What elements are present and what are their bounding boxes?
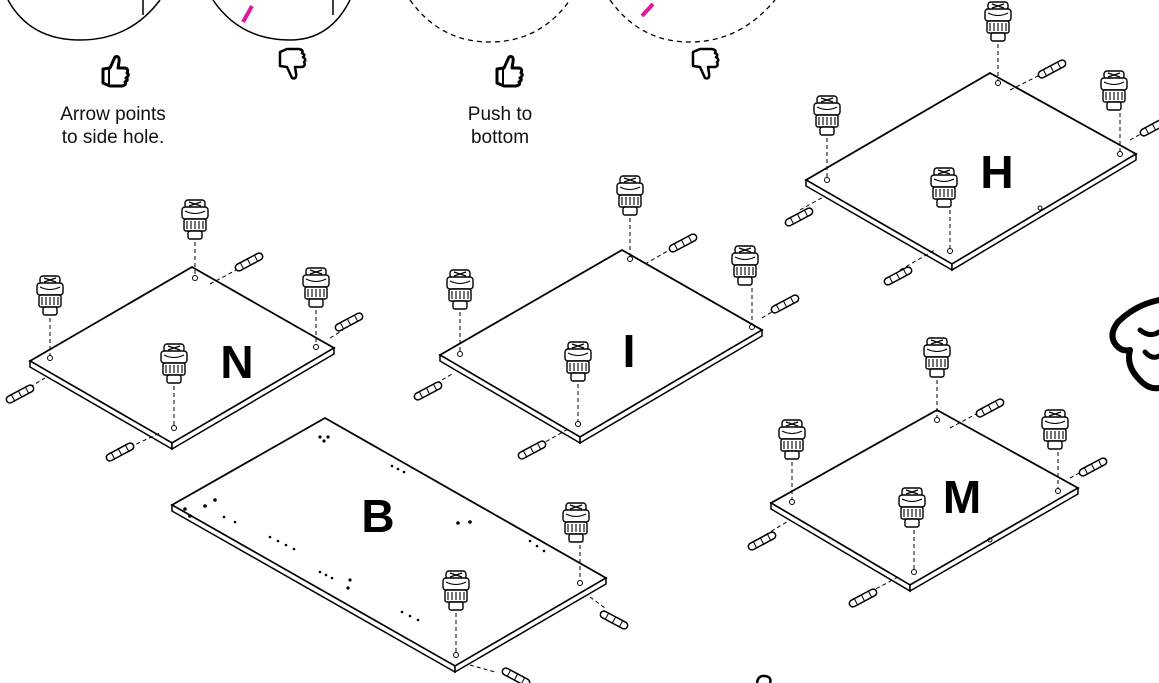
cam-lock bbox=[446, 269, 474, 310]
detail-circle-wrong-arrow bbox=[212, 0, 351, 41]
cam-lock bbox=[562, 502, 590, 543]
caption-line: Arrow points bbox=[60, 104, 166, 125]
cam-lock bbox=[778, 419, 806, 460]
dowel bbox=[769, 293, 801, 315]
detail-circle-wrong-depth bbox=[609, 0, 776, 43]
cam-lock bbox=[813, 95, 841, 136]
panel-label: M bbox=[943, 471, 981, 523]
thumbs-down-icon bbox=[691, 47, 720, 80]
dowel bbox=[1138, 116, 1159, 138]
dowel bbox=[598, 609, 630, 631]
cam-lock bbox=[923, 337, 951, 378]
dowel bbox=[882, 265, 914, 287]
dowel bbox=[746, 530, 778, 552]
dowel bbox=[783, 206, 815, 228]
cam-lock bbox=[1100, 70, 1128, 111]
cam-lock bbox=[731, 245, 759, 286]
panel-M: M bbox=[746, 337, 1109, 609]
dowel bbox=[500, 666, 532, 683]
tip-caption-push-bottom: Push to bottom bbox=[440, 103, 560, 149]
cam-lock bbox=[181, 199, 209, 240]
tip-caption-side-hole: Arrow points to side hole. bbox=[28, 103, 198, 149]
cam-lock bbox=[984, 1, 1012, 42]
panel-H: H bbox=[783, 1, 1159, 287]
thumbs-down-icon bbox=[278, 47, 307, 80]
caption-line: bottom bbox=[470, 127, 530, 148]
dowel bbox=[412, 380, 444, 402]
cam-lock bbox=[1041, 409, 1069, 450]
cam-lock bbox=[616, 175, 644, 216]
dowel bbox=[516, 439, 548, 461]
dowel bbox=[104, 441, 136, 463]
cam-lock bbox=[36, 275, 64, 316]
detail-circle-correct-depth bbox=[409, 0, 571, 43]
dowel bbox=[233, 251, 265, 273]
dowel bbox=[667, 232, 699, 254]
dowel bbox=[333, 311, 365, 333]
dowel bbox=[1077, 456, 1109, 478]
hand-icon bbox=[1109, 297, 1159, 392]
caption-line: Push to bbox=[467, 104, 533, 125]
dowel bbox=[847, 587, 879, 609]
drill-holes bbox=[183, 435, 546, 622]
dowel bbox=[974, 397, 1006, 419]
dowel bbox=[1036, 58, 1068, 80]
detail-circle-correct-arrow bbox=[7, 0, 161, 41]
cam-lock bbox=[302, 267, 330, 308]
panel-label: B bbox=[361, 490, 394, 542]
panel-label: H bbox=[980, 146, 1013, 198]
panel-label: I bbox=[623, 325, 636, 377]
dowel bbox=[4, 383, 36, 405]
panel-N: N bbox=[4, 199, 365, 463]
panel-B: B bbox=[170, 416, 630, 683]
caption-line: to side hole. bbox=[61, 127, 165, 148]
panel-label: N bbox=[220, 336, 253, 388]
panel-I: I bbox=[412, 175, 801, 461]
thumbs-up-icon bbox=[101, 55, 130, 88]
thumbs-up-icon bbox=[495, 55, 524, 88]
bottom-mark bbox=[755, 674, 772, 683]
